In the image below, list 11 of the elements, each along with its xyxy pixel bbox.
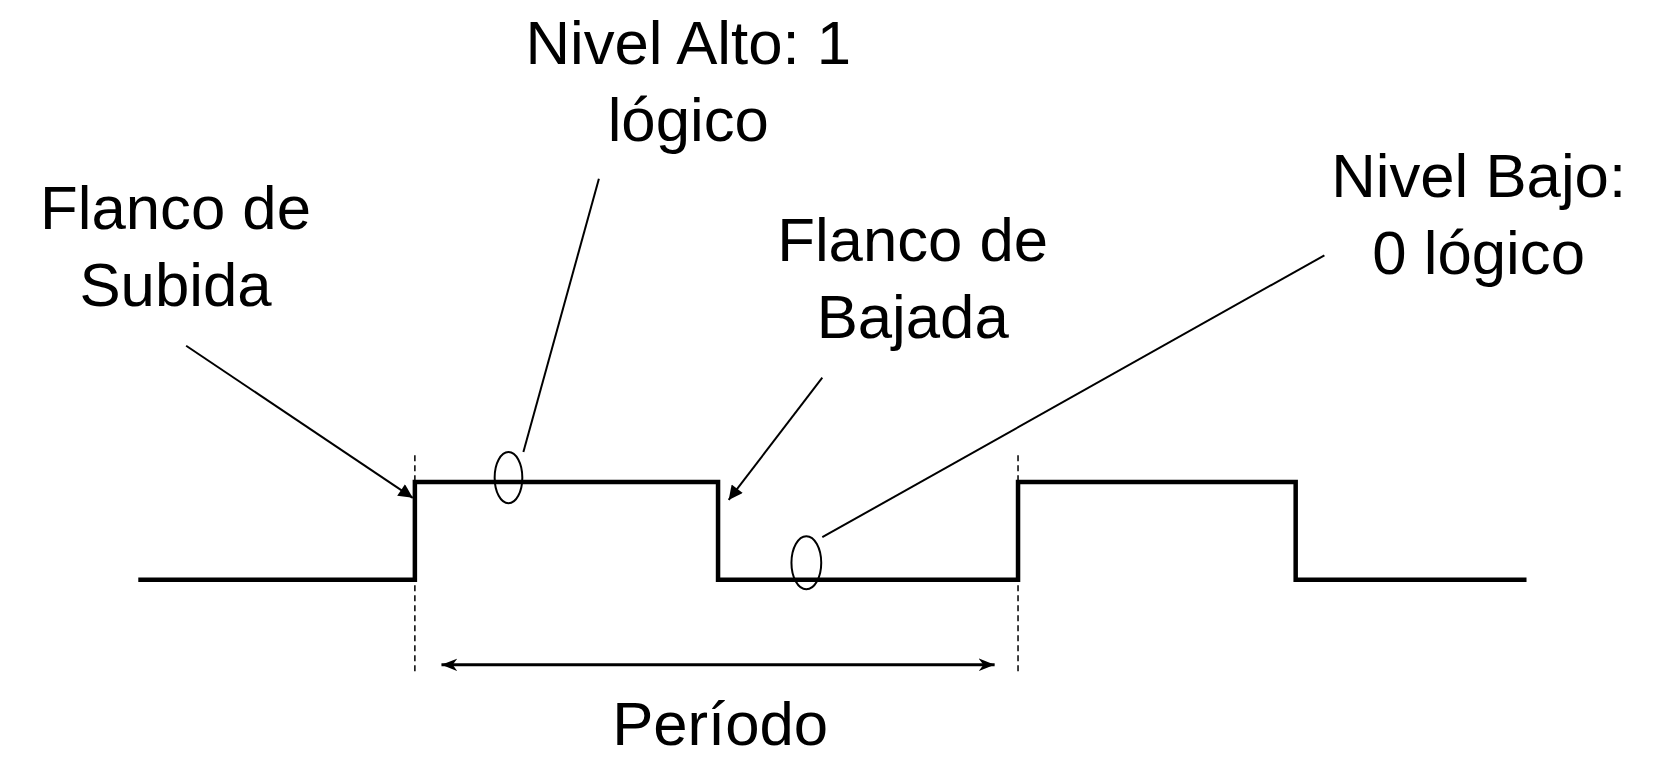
arrow — [185, 344, 414, 499]
leader-line — [821, 254, 1326, 539]
arrow — [727, 376, 824, 501]
leader-line — [522, 177, 600, 454]
marker-ellipse — [790, 535, 823, 591]
callout-text: Nivel Alto: 1 lógico — [520, 5, 856, 159]
callout-text: Flanco de Bajada — [737, 202, 1089, 356]
marker-ellipse — [493, 451, 524, 505]
callout-text: Flanco de Subida — [0, 170, 352, 324]
period-label: Período — [611, 688, 830, 761]
callout-text: Nivel Bajo: 0 lógico — [1311, 138, 1647, 292]
